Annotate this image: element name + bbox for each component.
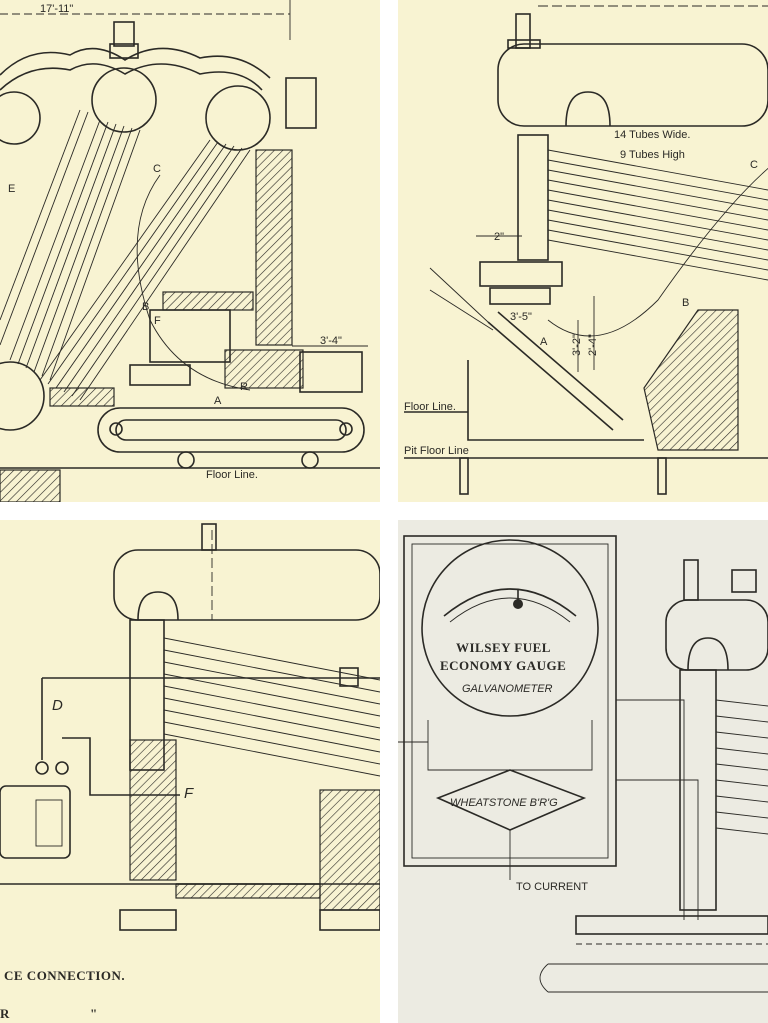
gauge-title-line2: ECONOMY GAUGE <box>440 658 566 673</box>
fuel-economy-gauge-drawing: WILSEY FUEL ECONOMY GAUGE GALVANOMETER W… <box>398 535 768 993</box>
tube-bank <box>547 149 768 281</box>
caption-connection: CE CONNECTION. <box>4 968 125 983</box>
letter-r: R <box>240 381 248 393</box>
letter-b: B <box>682 297 689 309</box>
to-current-label: TO CURRENT <box>516 881 588 893</box>
dim-right-label: 3'-4" <box>320 335 342 347</box>
caption-r: R <box>0 1006 10 1021</box>
floor-line-label: Floor Line. <box>404 401 456 413</box>
connection-diagram-drawing: D F CE CONNECTION. R " <box>0 523 380 1021</box>
letter-a: A <box>540 336 548 348</box>
letter-b: B <box>142 301 149 313</box>
galvanometer-label: GALVANOMETER <box>462 683 553 695</box>
letter-d: D <box>52 697 63 714</box>
dim-top-label: 17'-11" <box>40 3 73 15</box>
dim-24-label: 2'-4" <box>587 334 599 356</box>
gauge-title-line1: WILSEY FUEL <box>456 640 551 655</box>
boiler-section-b-drawing: 14 Tubes Wide. 9 Tubes High 2" 3'-5" 2'-… <box>404 5 768 495</box>
tubes-wide-label: 14 Tubes Wide. <box>614 129 690 141</box>
dim-32-label: 3'-2" <box>571 334 583 356</box>
letter-e: E <box>8 183 15 195</box>
tube-bank <box>163 637 380 777</box>
gauge-dial <box>421 539 599 717</box>
panel-boiler-section-b: 14 Tubes Wide. 9 Tubes High 2" 3'-5" 2'-… <box>398 0 768 502</box>
dim-35-label: 3'-5" <box>510 311 532 323</box>
dim-2-label: 2" <box>494 231 504 243</box>
tube-bank <box>715 699 768 835</box>
wheatstone-bridge <box>435 769 587 831</box>
panel-boiler-section-a: 17'-11" C B A F E R 3'-4" Floor Line. <box>0 0 380 502</box>
pit-floor-label: Pit Floor Line <box>404 445 469 457</box>
boiler-section-a-drawing: 17'-11" C B A F E R 3'-4" Floor Line. <box>0 0 380 502</box>
letter-f: F <box>184 785 194 802</box>
letter-c: C <box>750 159 758 171</box>
floor-line-label: Floor Line. <box>206 469 258 481</box>
caption-quote: " <box>90 1006 98 1021</box>
letter-f: F <box>154 315 161 327</box>
wheatstone-label: WHEATSTONE B'R'G <box>450 797 558 809</box>
tube-bank-right <box>39 139 251 401</box>
letter-a: A <box>214 395 222 407</box>
tube-bank-left <box>0 109 141 381</box>
panel-fuel-economy-gauge: WILSEY FUEL ECONOMY GAUGE GALVANOMETER W… <box>398 520 768 1023</box>
panel-connection-diagram: D F CE CONNECTION. R " <box>0 520 380 1023</box>
letter-c: C <box>153 163 161 175</box>
gauge-scale <box>443 588 577 617</box>
tubes-high-label: 9 Tubes High <box>620 149 685 161</box>
